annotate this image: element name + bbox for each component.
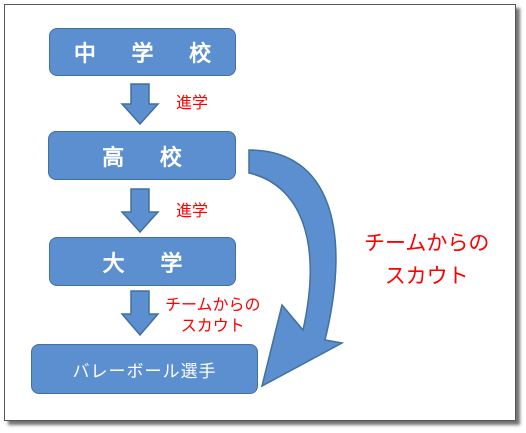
advance-label-2: 進学 — [176, 201, 209, 220]
curved-scout-arrow — [248, 149, 345, 388]
junior-high-box: 中 学 校 — [49, 28, 236, 76]
volleyball-player-box: バレーボール選手 — [31, 344, 258, 394]
scout-small-line-1: チームからの — [165, 295, 261, 314]
down-arrow-2 — [120, 188, 160, 234]
scout-label-small: チームからの スカウト — [165, 294, 261, 336]
advance-label-1: 進学 — [176, 93, 209, 112]
scout-large-line-2: スカウト — [384, 264, 469, 288]
volleyball-player-label: バレーボール選手 — [72, 361, 217, 382]
high-school-label: 高 校 — [102, 145, 196, 171]
down-arrow-3 — [120, 290, 160, 337]
junior-high-label: 中 学 校 — [73, 42, 226, 67]
high-school-box: 高 校 — [48, 131, 236, 180]
scout-small-line-2: スカウト — [180, 316, 245, 335]
university-box: 大 学 — [49, 237, 236, 286]
down-arrow-1 — [120, 83, 160, 126]
scout-large-line-1: チームからの — [364, 231, 490, 255]
scout-label-large: チームからの スカウト — [364, 227, 489, 293]
university-label: 大 学 — [102, 251, 197, 277]
